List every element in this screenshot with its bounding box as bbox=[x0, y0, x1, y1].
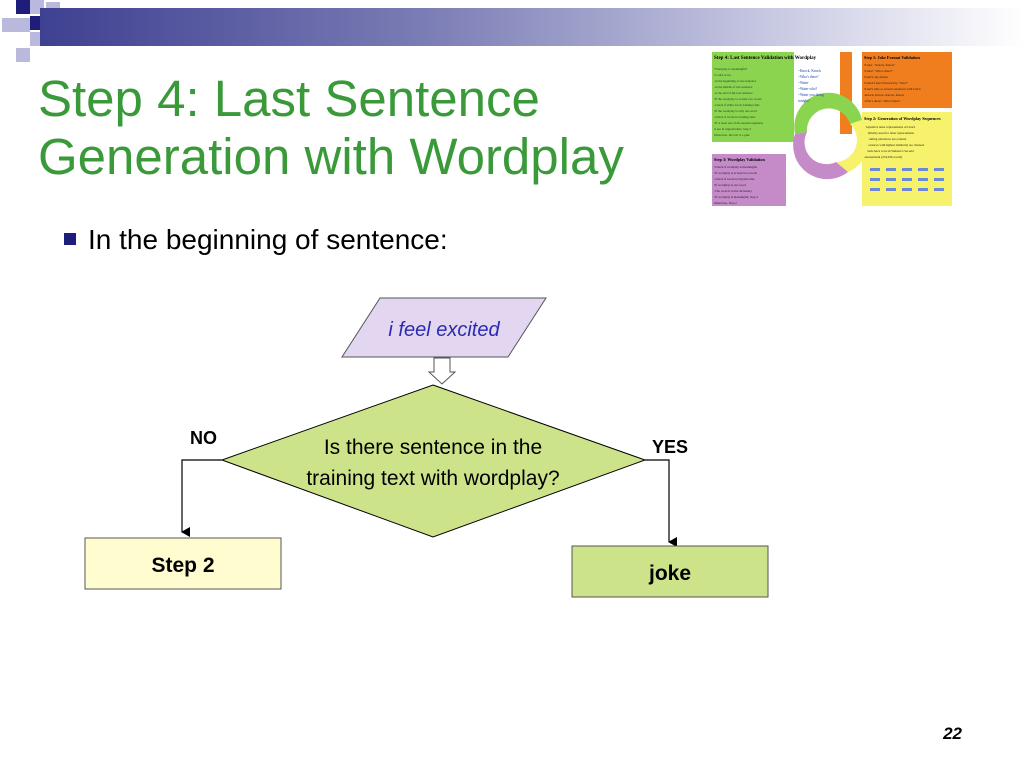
thumb-cycle-ring bbox=[793, 92, 869, 180]
no-connector bbox=[181, 459, 222, 537]
svg-text:tonight?: tonight? bbox=[798, 99, 810, 103]
svg-text:•If the wordplay is at least t: •If the wordplay is at least two words bbox=[714, 97, 762, 101]
slide-title: Step 4: Last Sentence Generation with Wo… bbox=[38, 70, 698, 186]
svg-text:•Line5: One or several sentenc: •Line5: One or several sentences with Li… bbox=[864, 87, 921, 91]
svg-text:•Line3: any phrase: •Line3: any phrase bbox=[864, 75, 889, 79]
svg-text:~Knock, Knock: ~Knock, Knock bbox=[798, 69, 821, 74]
svg-text:International (234,936 words): International (234,936 words) bbox=[864, 155, 902, 160]
page-number: 22 bbox=[943, 724, 962, 743]
input-parallelogram: i feel excited bbox=[341, 297, 547, 358]
header-gradient-bar bbox=[40, 8, 1024, 46]
svg-text:-The word is in the dictionary: -The word is in the dictionary bbox=[714, 189, 752, 193]
svg-text:-Knock, Knock -Knock, Knock: -Knock, Knock -Knock, Knock bbox=[864, 93, 905, 98]
thumb-step1-title: Step 1: Joke Format Validation bbox=[864, 55, 921, 60]
svg-text:•If wordplay is one word: •If wordplay is one word bbox=[714, 183, 746, 187]
title-line-2: Generation with Wordplay bbox=[38, 128, 624, 185]
svg-text:-Check if words in training ta: -Check if words in training table bbox=[714, 115, 756, 119]
joke-box: joke bbox=[571, 545, 769, 598]
decision-diamond: Is there sentence in the training text w… bbox=[220, 384, 647, 538]
process-thumbnail: Step 4: Last Sentence Validation with Wo… bbox=[710, 50, 954, 208]
no-label: NO bbox=[190, 428, 217, 448]
svg-text:•Line2: "Who's there?": •Line2: "Who's there?" bbox=[864, 69, 894, 73]
thumb-step2-title: Step 2: Generation of Wordplay Sequences bbox=[864, 116, 941, 121]
svg-text:~Water you doing: ~Water you doing bbox=[798, 93, 824, 97]
thumb-step4-title: Step 4: Last Sentence Validation with Wo… bbox=[714, 56, 817, 61]
svg-text:•Could occur: •Could occur bbox=[714, 73, 732, 77]
svg-text:•Words have to be in Webster's: •Words have to be in Webster's Second bbox=[864, 149, 914, 153]
title-line-1: Step 4: Last Sentence bbox=[38, 70, 540, 127]
yes-connector bbox=[645, 459, 677, 547]
svg-text:•If wordplay is at least two w: •If wordplay is at least two words bbox=[714, 171, 758, 175]
svg-text:~Water: ~Water bbox=[798, 81, 809, 85]
svg-text:•If the wordplay is only one w: •If the wordplay is only one word bbox=[714, 109, 757, 113]
svg-text:•Wordplay is meaningful?: •Wordplay is meaningful? bbox=[714, 67, 748, 71]
svg-text:is not in trigram table, Step: is not in trigram table, Step 2 bbox=[714, 127, 751, 132]
svg-text:•Utterances with highest simil: •Utterances with highest similarity are … bbox=[864, 143, 925, 147]
yes-label: YES bbox=[652, 437, 688, 457]
step2-box-label: Step 2 bbox=[151, 554, 214, 577]
bullet-text: In the beginning of sentence: bbox=[88, 224, 448, 255]
svg-text:-Check if either are in traini: -Check if either are in training table bbox=[714, 103, 760, 107]
svg-text:Otherwise, the text is a joke: Otherwise, the text is a joke bbox=[714, 133, 750, 138]
down-hollow-arrow-icon bbox=[427, 357, 457, 385]
svg-text:•Check if wordplay is meaningf: •Check if wordplay is meaningful bbox=[714, 165, 757, 169]
svg-text:•If wordplay is meaningful, St: •If wordplay is meaningful, Step 4 bbox=[714, 195, 758, 200]
input-text: i feel excited bbox=[388, 319, 500, 341]
svg-text:~Who's there?: ~Who's there? bbox=[798, 75, 819, 79]
step2-box: Step 2 bbox=[84, 537, 282, 590]
decision-line-2: training text with wordplay? bbox=[306, 467, 559, 490]
svg-text:-in the beginning of last sent: -in the beginning of last sentence bbox=[714, 79, 757, 83]
svg-text:-Who's there? -Who's there?: -Who's there? -Who's there? bbox=[864, 99, 901, 103]
bullet-square-icon bbox=[64, 232, 76, 245]
svg-text:•Resulting utterances are orde: •Resulting utterances are ordered bbox=[864, 137, 907, 141]
svg-text:~Water who?: ~Water who? bbox=[798, 87, 818, 91]
thumb-step3-title: Step 3: Wordplay Validation bbox=[714, 157, 765, 162]
svg-text:•Similarity used for letter re: •Similarity used for letter replacements bbox=[864, 131, 915, 135]
svg-text:-at the end of the last senten: -at the end of the last sentence bbox=[714, 91, 753, 95]
svg-text:•If at least one of the needed: •If at least one of the needed segments bbox=[714, 121, 764, 125]
joke-box-label: joke bbox=[648, 562, 691, 585]
bullet-item: In the beginning of sentence: bbox=[64, 224, 448, 256]
decision-line-1: Is there sentence in the bbox=[324, 436, 542, 459]
svg-text:-Check if words in bigram tabl: -Check if words in bigram table bbox=[714, 177, 755, 181]
svg-text:-in the middle of last sentenc: -in the middle of last sentence bbox=[714, 85, 753, 89]
svg-text:•Line1: "Knock, Knock": •Line1: "Knock, Knock" bbox=[864, 63, 896, 68]
svg-text:•Line4: Line3 followed by "who: •Line4: Line3 followed by "who?" bbox=[864, 81, 909, 85]
svg-text:Otherwise, Step 2: Otherwise, Step 2 bbox=[714, 201, 737, 206]
svg-text:•Repetitive letter replacement: •Repetitive letter replacements of Line3 bbox=[864, 125, 915, 129]
